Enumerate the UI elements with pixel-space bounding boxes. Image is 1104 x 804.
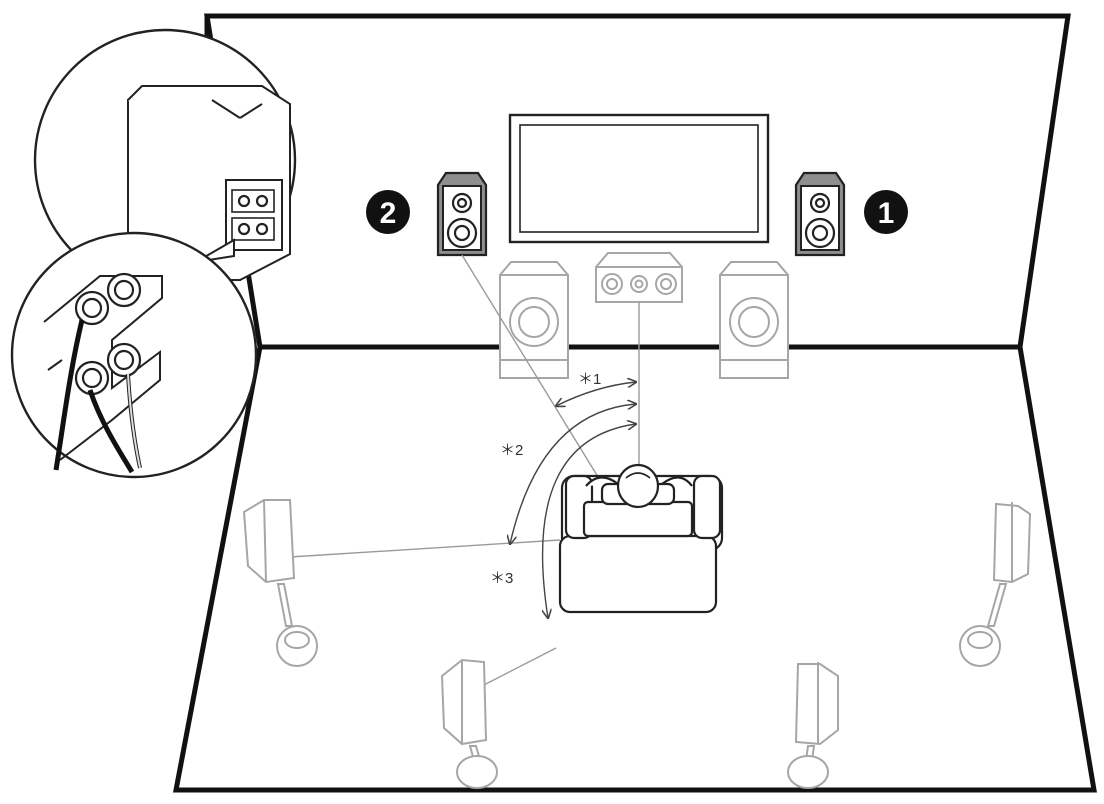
surround-left-speaker (242, 499, 318, 667)
badge-front-left: 2 (366, 190, 410, 234)
sofa-arm-right (692, 474, 722, 540)
angle-1-label: ＊1 (578, 371, 601, 388)
surround-right-speaker (959, 502, 1032, 667)
badge-front-left-number: 2 (380, 197, 397, 230)
left-floor-speaker (499, 261, 569, 379)
front-right-speaker (794, 171, 846, 257)
angle-2-label: ＊2 (500, 442, 523, 459)
line-surround-back (477, 647, 557, 689)
badge-front-right: 1 (864, 190, 908, 234)
right-floor-speaker (719, 261, 789, 379)
sofa-seat (558, 534, 718, 614)
cable-black-2 (87, 389, 135, 474)
tv (508, 113, 770, 244)
center-speaker (595, 252, 683, 303)
terminal-zoom (10, 231, 258, 479)
listener-sofa (558, 463, 724, 614)
angle-3-label: ＊3 (490, 570, 513, 587)
tv-screen (519, 124, 759, 233)
badge-front-right-number: 1 (878, 197, 895, 230)
surround-back-right-speaker (787, 662, 839, 789)
listener-head (616, 463, 660, 509)
detail-callout (33, 28, 297, 292)
cable-black-1 (53, 319, 85, 471)
surround-back-left-speaker (440, 658, 498, 789)
front-left-speaker (436, 171, 488, 257)
arc-angle-3 (543, 424, 636, 618)
angle-arcs: ＊1 ＊2 ＊3 (490, 371, 636, 618)
